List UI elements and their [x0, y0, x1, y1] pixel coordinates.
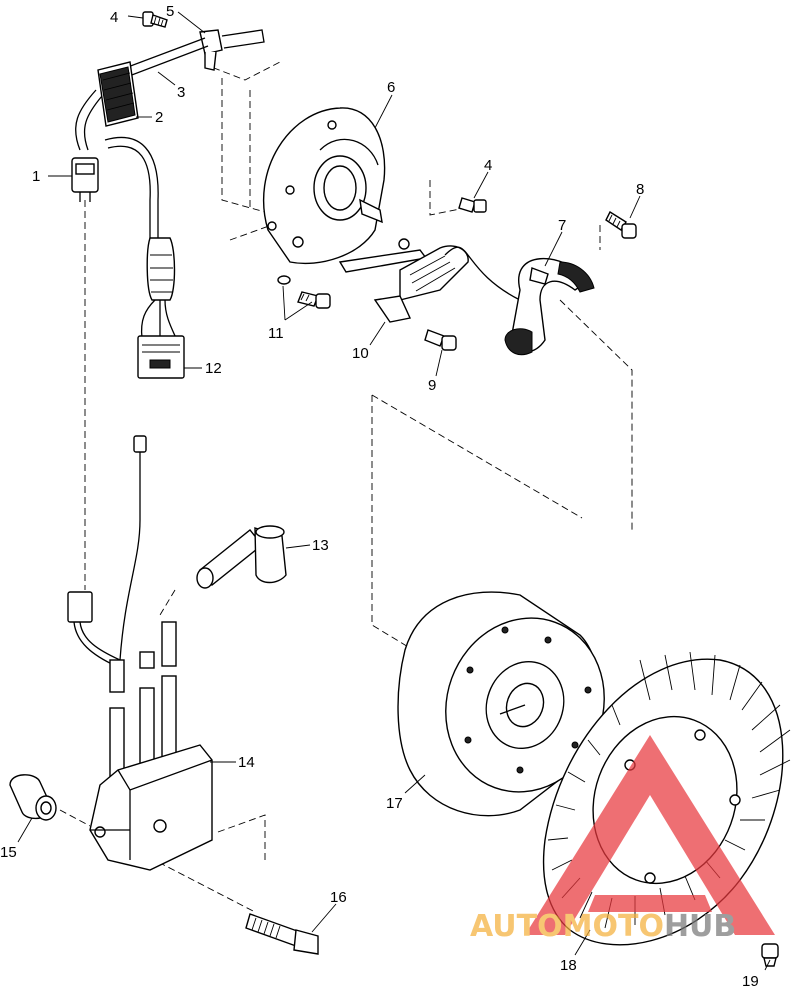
callout-5: 5	[166, 3, 174, 20]
ignition-coil-part-14	[89, 621, 213, 871]
leader-lines	[17, 11, 771, 971]
bolt-part-16	[245, 913, 319, 955]
screw-part-4-top	[142, 11, 168, 28]
callout-1: 1	[32, 168, 40, 185]
harness-part-3	[75, 37, 209, 240]
watermark-text-auto: AUTO	[470, 909, 563, 944]
charging-coil-part-7	[504, 258, 595, 356]
callout-10: 10	[352, 345, 369, 362]
callout-6: 6	[387, 79, 395, 96]
flywheel-part-17	[397, 591, 605, 817]
callout-8: 8	[636, 181, 644, 198]
automotohub-watermark: AUTOMOTOHUB	[470, 735, 775, 944]
watermark-text-hub: HUB	[664, 909, 736, 944]
screw-part-11	[277, 275, 331, 309]
callout-18: 18	[560, 957, 577, 974]
callout-11: 11	[268, 325, 284, 342]
regulator-part-2	[97, 61, 139, 127]
callout-14: 14	[238, 754, 255, 771]
pulser-coil-part-10	[338, 238, 521, 323]
callout-16: 16	[330, 889, 347, 906]
bolt-part-19	[761, 943, 779, 967]
stator-plate-part-6	[262, 107, 386, 265]
screw-part-8	[605, 210, 637, 239]
screw-part-9	[424, 329, 457, 351]
callout-7: 7	[558, 217, 566, 234]
callout-12: 12	[205, 360, 222, 377]
callout-2: 2	[155, 109, 163, 126]
callout-15: 15	[0, 844, 17, 861]
clamp-part-5	[199, 29, 265, 71]
svg-text:AUTOMOTOHUB: AUTOMOTOHUB	[470, 909, 736, 944]
screw-part-4-mid	[458, 197, 487, 213]
ground-wire-assembly	[67, 435, 147, 693]
connector-part-1	[71, 157, 99, 202]
cap-part-15	[9, 774, 57, 821]
callout-19: 19	[742, 973, 759, 989]
callout-13: 13	[312, 537, 329, 554]
watermark-text-moto: MOTO	[563, 909, 664, 944]
spark-plug-cap-part-13	[196, 525, 287, 589]
callout-4-top: 4	[110, 9, 118, 26]
callout-17: 17	[386, 795, 403, 812]
callout-labels: 1 2 3 4 5 6 4 8 7 11 10 9 12 13 14 15 16…	[0, 3, 759, 989]
connector-part-12	[137, 237, 185, 379]
watermark-triangle-logo	[525, 735, 775, 935]
callout-3: 3	[177, 84, 185, 101]
callout-9: 9	[428, 377, 436, 394]
callout-4-mid: 4	[484, 157, 492, 174]
